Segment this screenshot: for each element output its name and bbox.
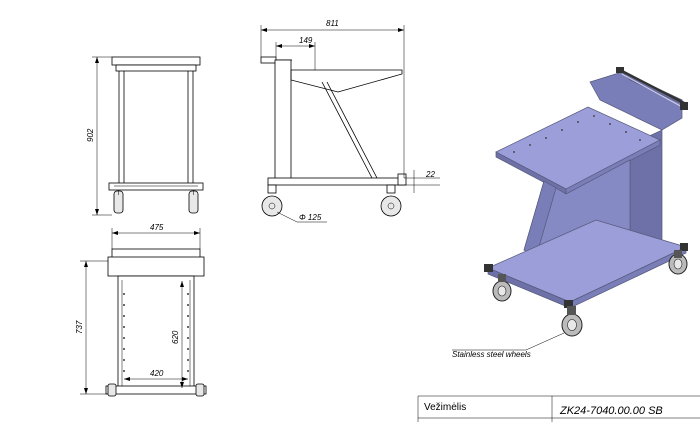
- isometric-view: Stainless steel wheels: [452, 67, 688, 359]
- dim-base-clearance: 22: [425, 170, 435, 179]
- dim-overall-width: 475: [150, 223, 164, 232]
- title-block: Vežimėlis ZK24-7040.00.00 SB: [417, 395, 700, 422]
- front-view: 902: [86, 56, 204, 216]
- dim-overall-length: 811: [326, 19, 339, 28]
- dim-wheel-diameter: Φ 125: [299, 213, 322, 222]
- iso-wheels: [492, 250, 688, 337]
- dim-overall-height: 902: [86, 128, 95, 142]
- dim-inner-height: 620: [171, 330, 180, 344]
- plan-view: 475 737 620 420: [75, 223, 207, 397]
- dim-inner-width: 420: [150, 369, 164, 378]
- title-name: Vežimėlis: [424, 402, 466, 413]
- dim-handle-offset: 149: [299, 36, 313, 45]
- title-code: ZK24-7040.00.00 SB: [559, 405, 663, 417]
- wheels-note: Stainless steel wheels: [452, 350, 531, 359]
- side-view: 811 149 22 Φ 125: [260, 19, 440, 223]
- dim-frame-depth: 737: [75, 320, 84, 334]
